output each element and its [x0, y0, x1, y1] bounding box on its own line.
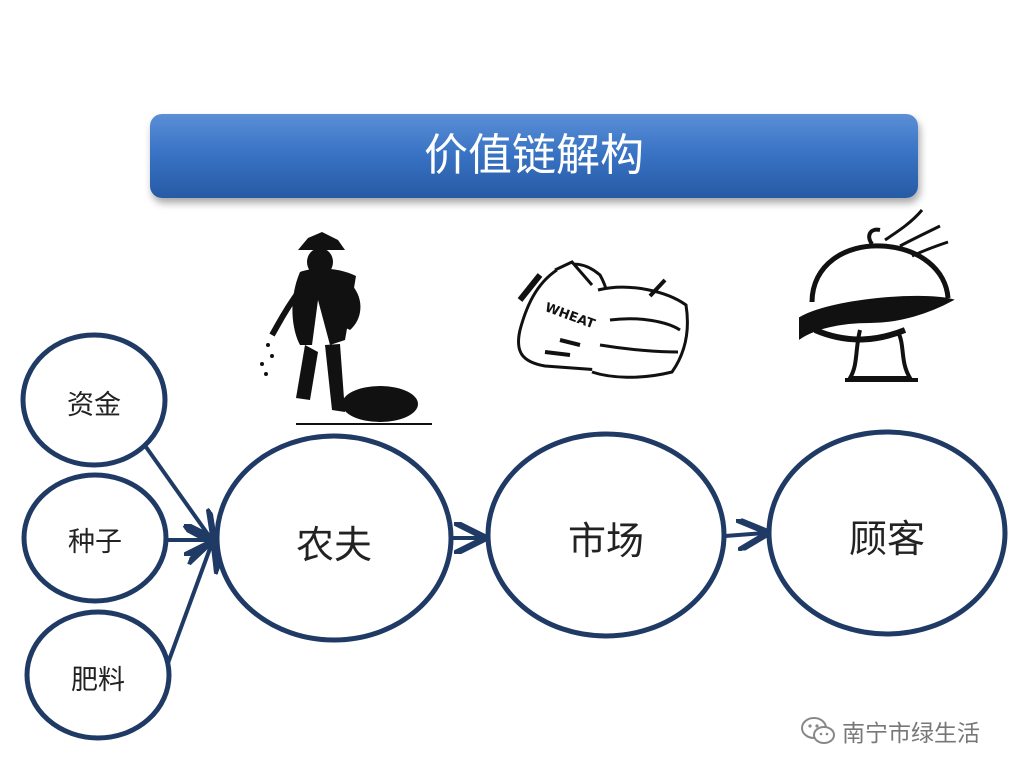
arrow-market-to-customer [724, 533, 765, 536]
arrow-fertilizer-to-farmer [166, 543, 212, 664]
input-circle-fertilizer [24, 609, 172, 741]
page-title: 价值链解构 [424, 130, 644, 181]
wechat-icon [801, 717, 835, 744]
watermark: 南宁市绿生活 [800, 714, 980, 748]
chain-label-farmer: 农夫 [295, 523, 372, 567]
farmer-sowing-icon [260, 232, 432, 425]
chain-circle-market [485, 431, 727, 639]
title-bar: 价值链解构 [150, 114, 918, 198]
serving-dish-icon [799, 209, 955, 382]
input-label-funds: 资金 [67, 390, 121, 421]
input-label-fertilizer: 肥料 [71, 665, 125, 696]
chain-label-market: 市场 [567, 519, 644, 563]
watermark-text: 南宁市绿生活 [842, 721, 980, 747]
wheat-sacks-icon: WHEAT [517, 260, 689, 379]
chain-label-customer: 顾客 [848, 517, 925, 561]
input-circle-funds [20, 332, 168, 468]
input-label-seeds: 种子 [68, 527, 122, 558]
